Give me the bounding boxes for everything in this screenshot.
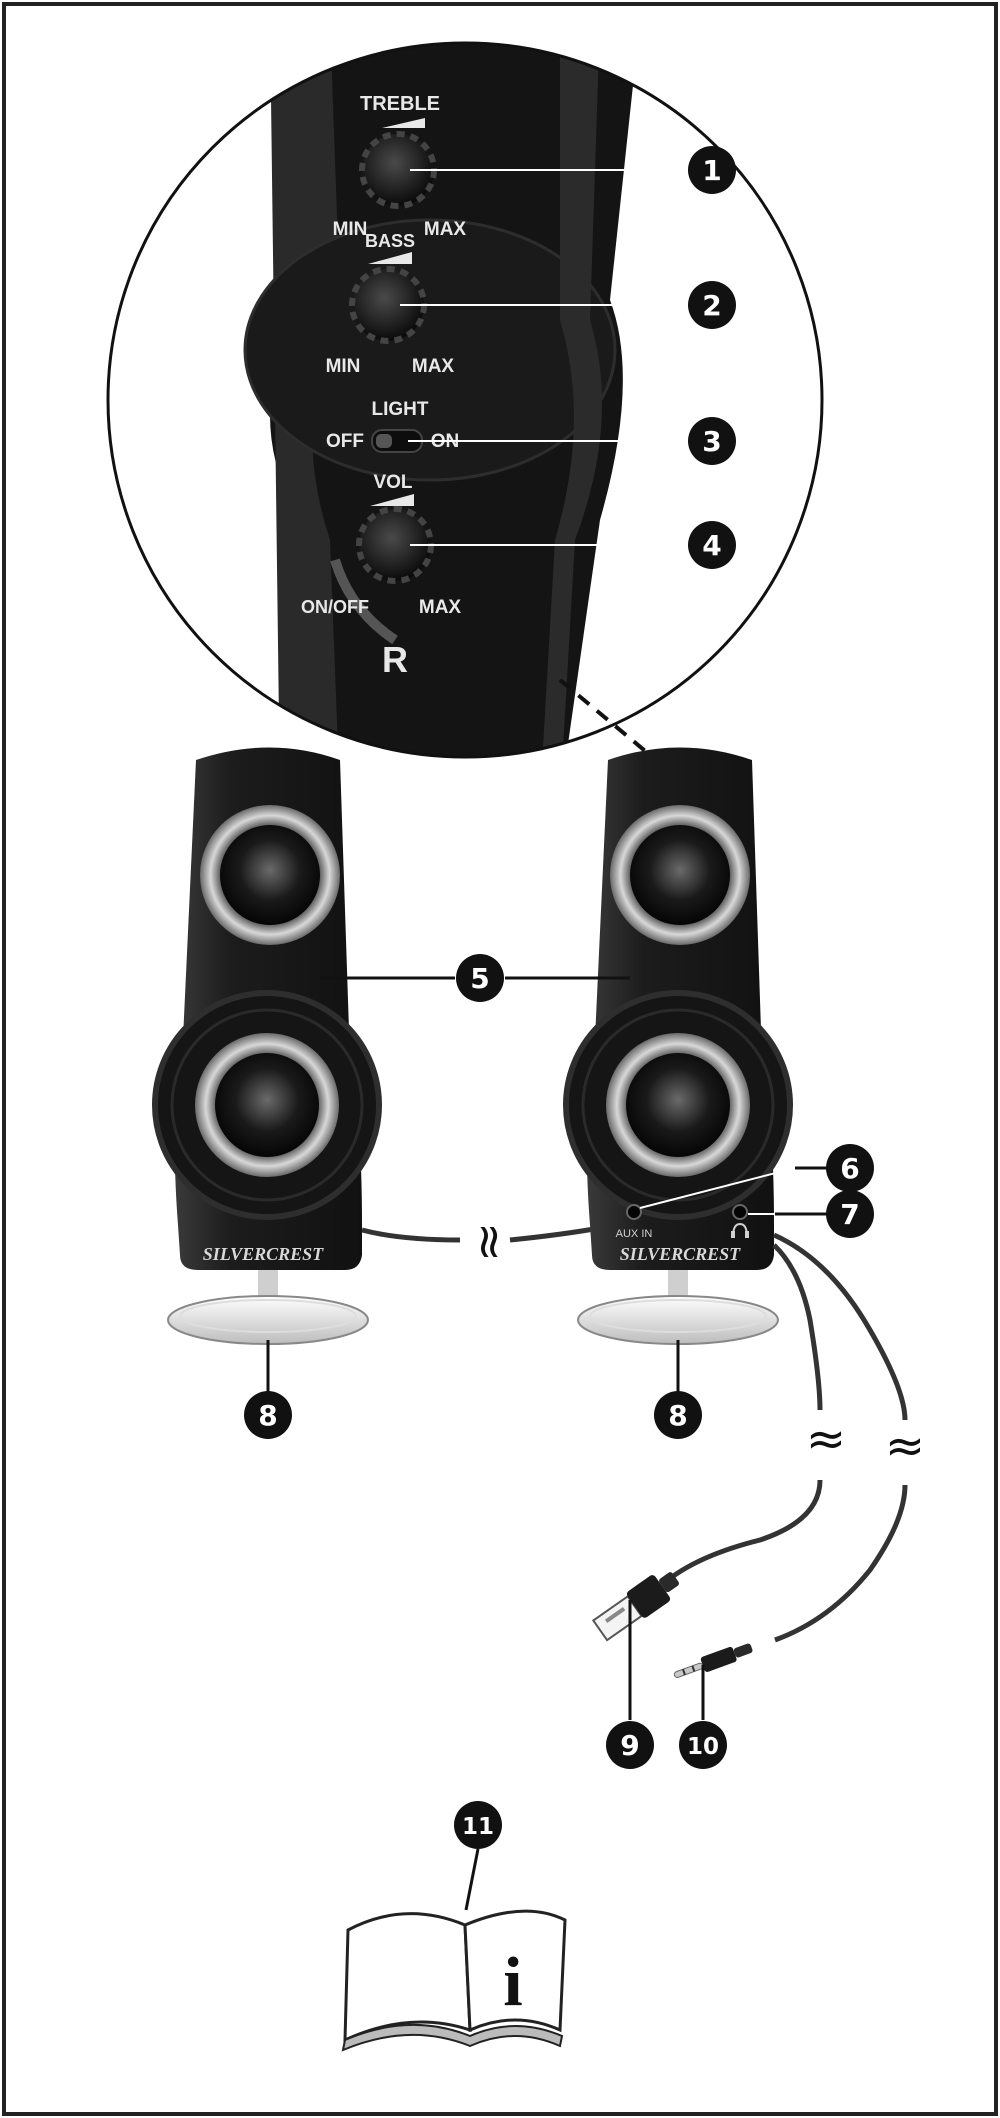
callout-5: 5 bbox=[456, 954, 504, 1002]
left-woofer bbox=[195, 1033, 339, 1177]
svg-text:4: 4 bbox=[702, 529, 721, 562]
callout-7: 7 bbox=[826, 1190, 874, 1238]
bass-min-label: MIN bbox=[326, 356, 361, 377]
control-panel-zoom: TREBLE MIN MAX BASS MIN MAX LIGHT OFF ON… bbox=[106, 41, 824, 759]
callout-8-right: 8 bbox=[654, 1391, 702, 1439]
left-speaker-brand: SILVERCREST bbox=[203, 1244, 324, 1264]
svg-text:10: 10 bbox=[687, 1734, 719, 1760]
callout-3: 3 bbox=[688, 417, 736, 465]
usb-plug bbox=[591, 1572, 679, 1642]
callout-10: 10 bbox=[679, 1721, 727, 1769]
svg-text:i: i bbox=[503, 1944, 522, 2021]
left-stand bbox=[167, 1295, 369, 1345]
headphone-icon bbox=[731, 1222, 749, 1238]
volume-onoff-label: ON/OFF bbox=[301, 597, 369, 617]
volume-max-label: MAX bbox=[419, 597, 462, 618]
aux-in-jack[interactable] bbox=[626, 1204, 642, 1220]
headphone-jack[interactable] bbox=[732, 1204, 748, 1220]
info-icon: i bbox=[503, 1944, 522, 2021]
right-tweeter bbox=[610, 805, 750, 945]
cable-break-between-speakers: ≈ bbox=[462, 1222, 518, 1262]
aux-in-label: AUX IN bbox=[616, 1228, 653, 1240]
treble-max-label: MAX bbox=[424, 219, 467, 240]
usb-cable-break: ≈ bbox=[806, 1411, 846, 1467]
callout-11: 11 bbox=[454, 1801, 502, 1849]
svg-text:2: 2 bbox=[702, 289, 721, 322]
callout-8-left: 8 bbox=[244, 1391, 292, 1439]
treble-min-label: MIN bbox=[333, 219, 368, 240]
callout-4: 4 bbox=[688, 521, 736, 569]
svg-text:6: 6 bbox=[840, 1152, 859, 1185]
audio-cable-break: ≈ bbox=[885, 1418, 925, 1474]
usb-cable: ≈ bbox=[666, 1243, 846, 1582]
right-speaker-brand: SILVERCREST bbox=[620, 1244, 741, 1264]
left-tweeter bbox=[200, 805, 340, 945]
audio-jack-plug bbox=[673, 1643, 753, 1678]
user-manual: i bbox=[341, 1909, 567, 2052]
right-channel-label: R bbox=[382, 639, 408, 680]
left-speaker: SILVERCREST bbox=[152, 747, 382, 1345]
svg-text:3: 3 bbox=[702, 425, 721, 458]
svg-text:9: 9 bbox=[620, 1729, 639, 1762]
callout-1: 1 bbox=[688, 146, 736, 194]
right-stand bbox=[577, 1295, 779, 1345]
svg-text:8: 8 bbox=[258, 1399, 277, 1432]
svg-text:5: 5 bbox=[470, 962, 489, 995]
treble-label: TREBLE bbox=[360, 93, 440, 115]
svg-text:1: 1 bbox=[702, 154, 721, 187]
svg-text:7: 7 bbox=[840, 1198, 859, 1231]
right-speaker: AUX IN SILVERCREST bbox=[563, 747, 793, 1345]
svg-text:8: 8 bbox=[668, 1399, 687, 1432]
callout-6: 6 bbox=[826, 1144, 874, 1192]
audio-cable: ≈ bbox=[772, 1232, 925, 1643]
light-off-label: OFF bbox=[326, 431, 364, 452]
volume-label: VOL bbox=[373, 472, 412, 493]
svg-text:11: 11 bbox=[462, 1814, 494, 1840]
zoom-connector-line bbox=[558, 678, 652, 757]
callout-9: 9 bbox=[606, 1721, 654, 1769]
light-label: LIGHT bbox=[372, 399, 429, 420]
bass-max-label: MAX bbox=[412, 356, 455, 377]
right-woofer bbox=[606, 1033, 750, 1177]
bass-label: BASS bbox=[365, 231, 415, 251]
callout-2: 2 bbox=[688, 281, 736, 329]
